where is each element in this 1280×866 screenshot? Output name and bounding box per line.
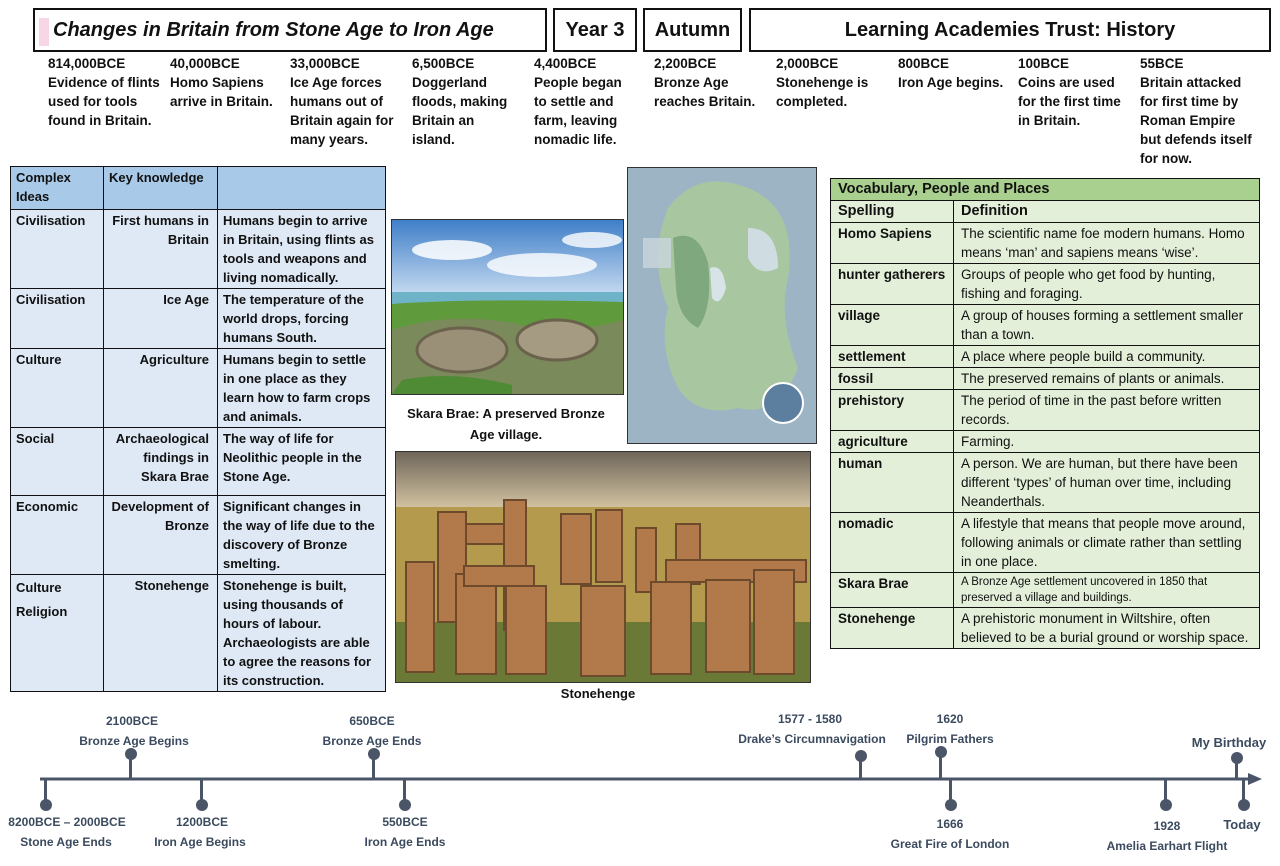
timeline-label: Today	[1223, 817, 1261, 832]
stonehenge-illustration	[396, 452, 810, 682]
map-illustration	[628, 168, 816, 443]
trust-label: Learning Academies Trust: History	[844, 18, 1176, 41]
timeline-label: Iron Age Ends	[364, 835, 446, 849]
timeline-dot	[196, 799, 208, 811]
term-box: Autumn	[643, 8, 742, 52]
title-highlight	[39, 18, 49, 46]
timeline-date: 550BCE	[382, 815, 428, 829]
doggerland-map	[627, 167, 817, 444]
timeline-dot	[945, 799, 957, 811]
stonehenge-caption: Stonehenge	[560, 686, 636, 701]
timeline-date: 8200BCE – 2000BCE	[8, 815, 126, 829]
timeline-date: 1577 - 1580	[777, 712, 843, 726]
timeline-label: Bronze Age Begins	[79, 734, 189, 748]
timeline-tick	[949, 779, 952, 804]
timeline-tick	[372, 752, 375, 779]
timeline-tick	[44, 779, 47, 804]
skara-brae-illustration	[392, 220, 623, 394]
table-header-cell: Definition	[953, 200, 1260, 223]
timeline-date: 1928	[1153, 819, 1181, 833]
timeline-dot	[935, 746, 947, 758]
timeline-date: 1666	[936, 817, 964, 831]
timeline-tick	[200, 779, 203, 804]
timeline-label: Pilgrim Fathers	[906, 732, 994, 746]
table-header-cell: Complex Ideas	[10, 166, 104, 210]
timeline-tick	[939, 752, 942, 779]
timeline-tick	[1235, 758, 1238, 779]
timeline-dot	[368, 748, 380, 760]
timeline-dot	[1160, 799, 1172, 811]
trust-box: Learning Academies Trust: History	[749, 8, 1271, 52]
timeline-dot	[399, 799, 411, 811]
timeline-dot	[855, 750, 867, 762]
timeline-tick	[1164, 779, 1167, 804]
timeline-tick	[403, 779, 406, 804]
timeline-label: Bronze Age Ends	[322, 734, 422, 748]
stonehenge-photo	[395, 451, 811, 683]
year-label: Year 3	[565, 18, 625, 41]
timeline-tick	[1242, 779, 1245, 804]
page-title-box: Changes in Britain from Stone Age to Iro…	[33, 8, 547, 52]
timeline-label: Amelia Earhart Flight	[1106, 839, 1228, 853]
timeline-label: Drake’s Circumnavigation	[738, 732, 886, 746]
page-title: Changes in Britain from Stone Age to Iro…	[53, 18, 494, 41]
timeline-dot	[1231, 752, 1243, 764]
table-header-cell	[217, 166, 386, 210]
timeline-dot	[40, 799, 52, 811]
term-label: Autumn	[654, 18, 731, 41]
timeline-label: Great Fire of London	[890, 837, 1010, 851]
complex-ideas-table: Complex Ideas Key knowledge Civilisation…	[10, 166, 386, 692]
timeline-date: 2100BCE	[105, 714, 159, 728]
timeline-dot	[1238, 799, 1250, 811]
timeline-dot	[125, 748, 137, 760]
timeline-date: 1200BCE	[175, 815, 229, 829]
skara-brae-photo	[391, 219, 624, 395]
timeline-tick	[859, 758, 862, 779]
timeline-tick	[129, 752, 132, 779]
vocab-title: Vocabulary, People and Places	[830, 178, 1260, 201]
timeline-arrow	[40, 773, 1262, 785]
timeline-date: 650BCE	[349, 714, 395, 728]
skara-brae-caption: Skara Brae: A preserved Bronze Age villa…	[407, 406, 605, 442]
timeline-label: Stone Age Ends	[20, 835, 112, 849]
timeline-date: 1620	[936, 712, 964, 726]
year-box: Year 3	[553, 8, 637, 52]
timeline-label: My Birthday	[1191, 735, 1267, 750]
table-header-row: Complex Ideas Key knowledge	[10, 166, 386, 210]
table-header-cell: Key knowledge	[103, 166, 218, 210]
table-title-row: Vocabulary, People and Places	[830, 178, 1260, 201]
table-header-cell: Spelling	[830, 200, 954, 223]
timeline-label: Iron Age Begins	[154, 835, 246, 849]
